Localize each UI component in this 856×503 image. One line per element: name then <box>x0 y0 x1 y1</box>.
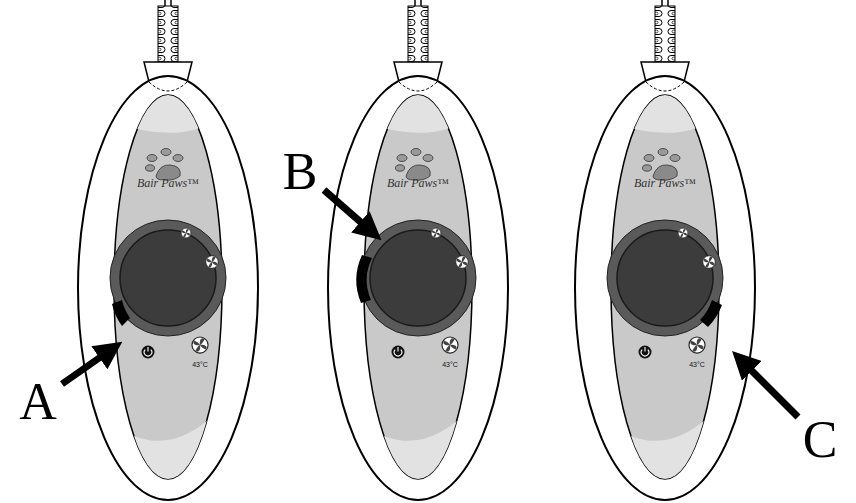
temperature-label: 43°C <box>689 361 705 368</box>
brand-name: Bair Paws™ <box>137 177 199 189</box>
brand-name: Bair Paws™ <box>634 177 696 189</box>
brand-name: Bair Paws™ <box>387 177 449 189</box>
callout-letter: B <box>283 146 318 198</box>
temperature-label: 43°C <box>192 361 208 368</box>
callout-letter: C <box>803 414 838 466</box>
temperature-label: 43°C <box>442 361 458 368</box>
callout-letter: A <box>19 376 57 428</box>
